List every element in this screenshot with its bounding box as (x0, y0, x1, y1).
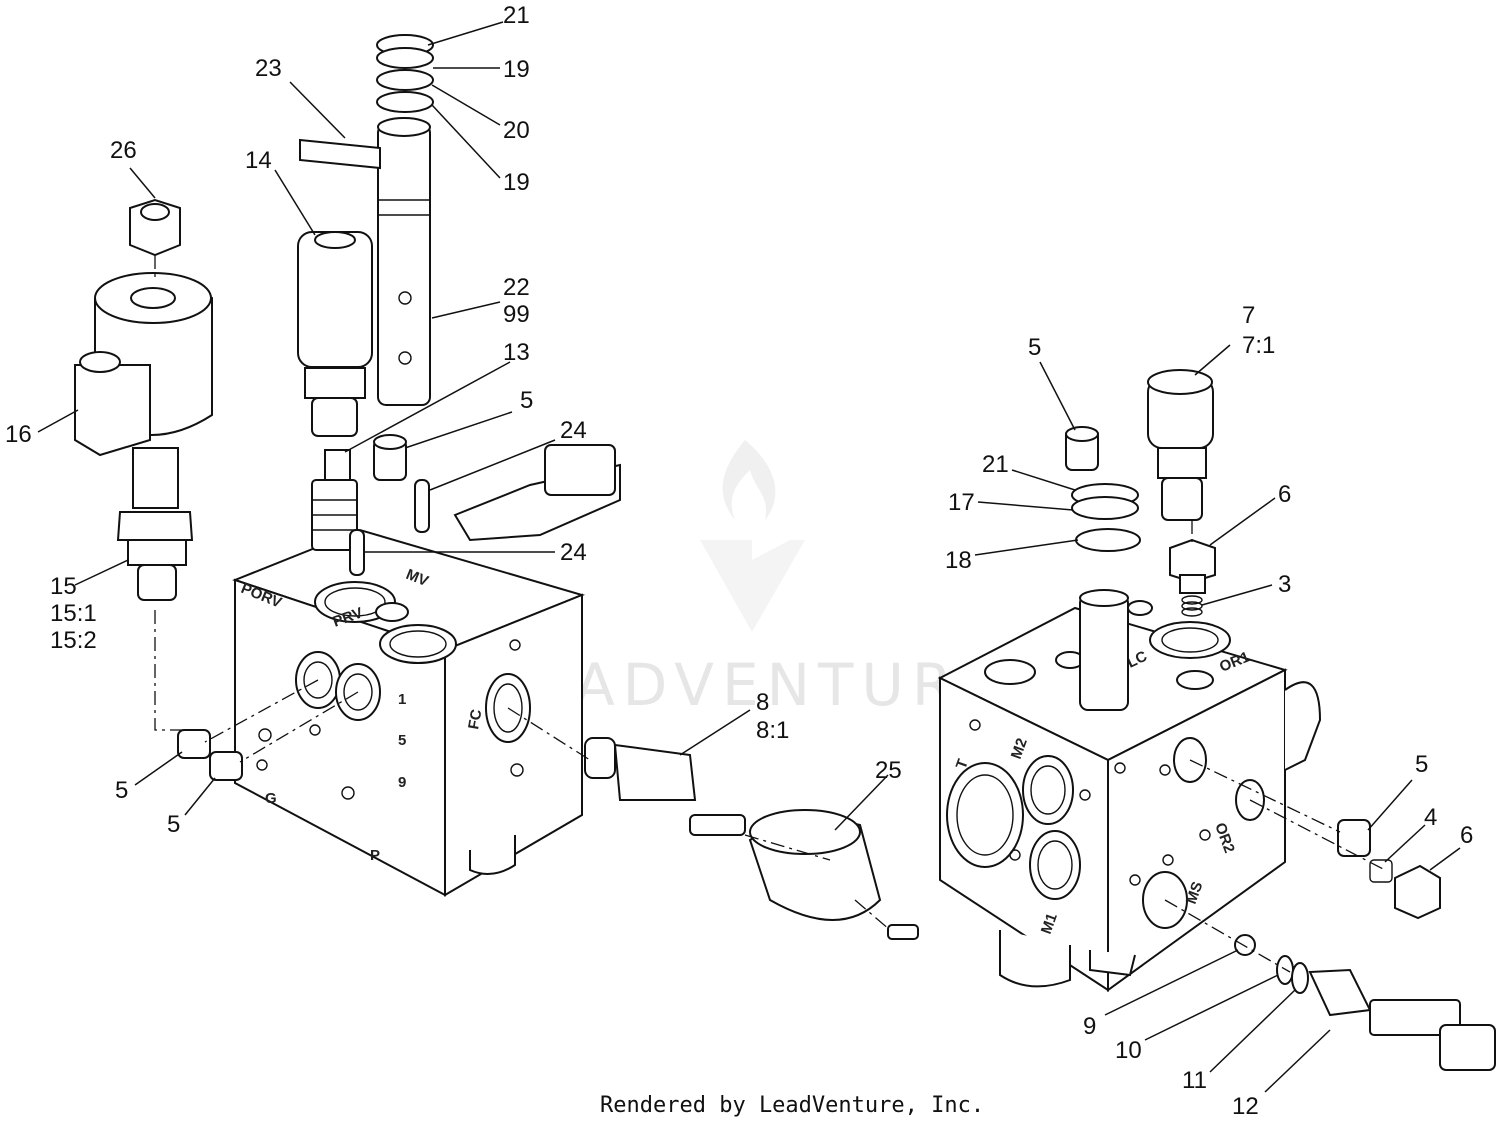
callout-5-left-a: 5 (115, 777, 128, 804)
part-screw-left (887, 924, 919, 940)
part-plugs-5-left (177, 729, 243, 781)
part-plug-6-right (1394, 864, 1441, 920)
port-label-ms: MS (1183, 879, 1207, 906)
callout-18: 18 (945, 547, 972, 574)
credit-line: Rendered by LeadVenture, Inc. (600, 1093, 984, 1118)
port-label-1: 1 (398, 691, 406, 708)
callout-13: 13 (503, 339, 530, 366)
part-rings-19-20-21 (376, 34, 434, 113)
callout-19-upper: 19 (503, 56, 530, 83)
callout-15-1: 15:1 (50, 600, 97, 627)
port-label-9: 9 (398, 774, 406, 791)
part-connector-left (453, 444, 621, 542)
port-label-5: 5 (398, 732, 406, 749)
part-sensor-12 (1308, 968, 1496, 1071)
callout-15: 15 (50, 573, 77, 600)
port-label-m1: M1 (1038, 911, 1061, 936)
port-label-lc: LC (1125, 648, 1150, 672)
leader-lines (37, 21, 1461, 1093)
part-plug-6-top (1169, 538, 1216, 594)
callout-5-top: 5 (520, 387, 533, 414)
part-plug-5-right (1337, 819, 1371, 857)
callout-23: 23 (255, 55, 282, 82)
part-stem-13 (311, 449, 358, 551)
callout-19-lower: 19 (503, 169, 530, 196)
part-spring-4 (1369, 859, 1393, 883)
part-sensor-8 (584, 737, 746, 836)
port-label-g: G (265, 790, 277, 807)
centerline-5a (204, 679, 319, 743)
callout-6-right: 6 (1460, 822, 1473, 849)
callout-16: 16 (5, 421, 32, 448)
callout-7: 7 (1242, 302, 1255, 329)
centerline-12 (1164, 899, 1291, 973)
callout-25: 25 (875, 757, 902, 784)
port-label-m2: M2 (1008, 736, 1031, 761)
callout-9: 9 (1083, 1013, 1096, 1040)
centerline-15 (154, 610, 185, 731)
callout-15-2: 15:2 (50, 627, 97, 654)
centerline-screw (854, 899, 891, 931)
callout-6-top: 6 (1278, 481, 1291, 508)
part-cartridge-15 (116, 447, 194, 601)
port-label-p: P (370, 847, 380, 864)
callout-24-lower: 24 (560, 539, 587, 566)
part-pins-24 (349, 479, 430, 576)
callout-14: 14 (245, 147, 272, 174)
callout-10: 10 (1115, 1037, 1142, 1064)
callout-8: 8 (756, 689, 769, 716)
callout-4: 4 (1424, 804, 1437, 831)
part-ball-9 (1234, 934, 1256, 956)
part-plug-5-top (373, 434, 407, 481)
callout-24-upper: 24 (560, 417, 587, 444)
part-ring-21-17-right (1071, 483, 1141, 552)
part-relief-valve-14 (297, 231, 373, 437)
part-spool-22 (377, 117, 431, 406)
callout-26: 26 (110, 137, 137, 164)
callout-7-1: 7:1 (1242, 332, 1275, 359)
callout-5-left-b: 5 (167, 811, 180, 838)
callout-21-top: 21 (503, 2, 530, 29)
watermark-logo (700, 440, 805, 632)
port-label-fc: FC (465, 708, 485, 731)
callout-11: 11 (1182, 1067, 1207, 1094)
callout-21-right: 21 (982, 451, 1009, 478)
centerline-5-right (1189, 759, 1341, 833)
callout-12: 12 (1232, 1093, 1259, 1120)
centerline-5b (239, 691, 359, 763)
callout-17: 17 (948, 489, 975, 516)
part-lever-23 (299, 138, 381, 170)
callout-20: 20 (503, 117, 530, 144)
part-nut-26 (129, 198, 181, 257)
left-manifold-block (232, 528, 586, 897)
callout-99: 99 (503, 301, 530, 328)
part-spring-3 (1181, 595, 1203, 617)
callout-labels: 21 19 23 20 19 26 14 22 99 13 5 24 16 24… (5, 2, 1473, 1120)
callout-5-right: 5 (1415, 751, 1428, 778)
part-plug-5-right-top (1065, 426, 1099, 471)
callout-3: 3 (1278, 571, 1291, 598)
callout-5-right-top: 5 (1028, 334, 1041, 361)
part-valve-7 (1147, 369, 1214, 521)
centerline-8 (507, 707, 591, 761)
centerline-25 (744, 834, 831, 861)
part-washers-10-11 (1276, 955, 1309, 994)
callout-22: 22 (503, 274, 530, 301)
callout-8-1: 8:1 (756, 717, 789, 744)
part-coil-16 (74, 272, 213, 457)
part-spool-right (1079, 589, 1129, 711)
part-cap-25 (748, 809, 882, 921)
